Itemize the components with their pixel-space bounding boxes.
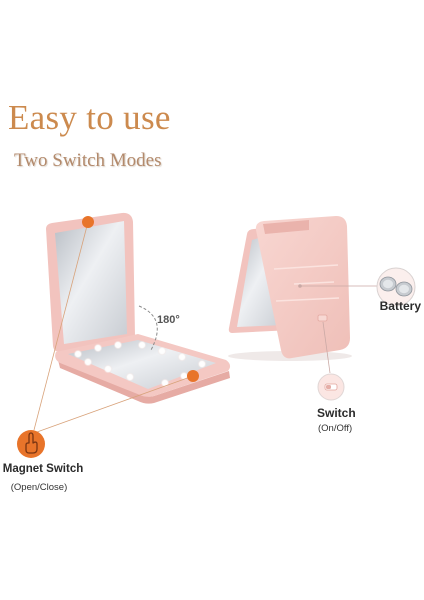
magnet-switch-sublabel: (Open/Close): [10, 482, 68, 493]
callout-line: [322, 321, 331, 374]
page-title: Easy to use: [8, 98, 171, 137]
callout-line: [33, 221, 89, 431]
angle-label: 180°: [157, 314, 180, 326]
led-light: [157, 346, 167, 356]
page-subtitle: Two Switch Modes: [14, 150, 162, 171]
magnet-marker-dot: [187, 370, 199, 382]
hand-tap-icon: [17, 430, 45, 458]
mirror-base-glass: [68, 340, 216, 389]
led-light: [125, 372, 135, 382]
led-light: [137, 340, 147, 350]
standing-mirror: [228, 216, 416, 401]
slide-switch: [317, 314, 328, 322]
open-compact-mirror: [17, 212, 231, 458]
switch-label: Switch: [317, 406, 356, 420]
case-back-panel: [255, 216, 350, 359]
led-light: [83, 357, 93, 367]
led-light: [197, 359, 207, 369]
led-light: [113, 340, 123, 350]
switch-sublabel: (On/Off): [318, 423, 353, 434]
led-light: [93, 343, 103, 353]
led-light: [103, 364, 113, 374]
case-top-tab: [263, 220, 309, 234]
magnet-switch-label: Magnet Switch: [2, 463, 84, 475]
angle-arc: [138, 305, 158, 351]
callout-dot: [298, 284, 302, 288]
led-light: [177, 352, 187, 362]
mirror-lid-glass: [55, 221, 127, 344]
slide-switch-icon: [317, 373, 345, 401]
led-light: [73, 349, 83, 359]
magnet-marker-dot: [82, 216, 94, 228]
battery-label: Battery: [379, 299, 421, 313]
callout-line: [36, 375, 194, 433]
coin-battery-icon: [376, 267, 416, 307]
battery-cover: [273, 264, 340, 302]
